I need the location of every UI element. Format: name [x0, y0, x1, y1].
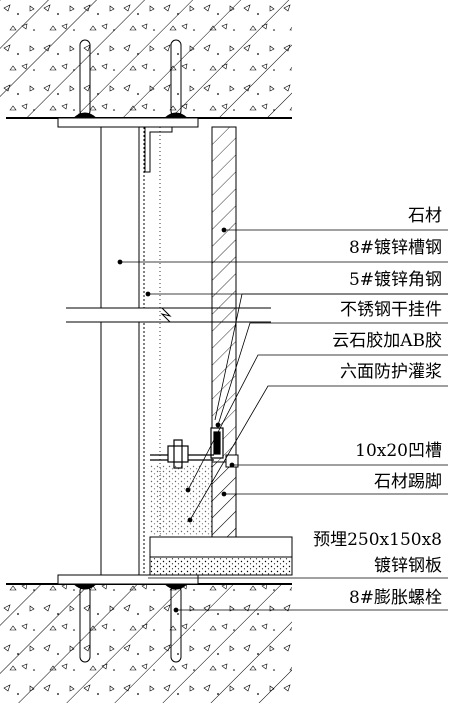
callout-adhesive: 云石胶加AB胶 [332, 331, 442, 351]
callout-bolt: 8#膨胀螺栓 [348, 588, 442, 608]
bottom-anchor-bolts [72, 583, 189, 663]
break-symbol [66, 307, 271, 323]
skirting-stone [211, 461, 237, 538]
callout-embed-plate-line1: 预埋250x150x8 [313, 530, 442, 550]
ceiling-slab [0, 0, 292, 119]
grout-fill [150, 465, 212, 535]
callout-stone: 石材 [408, 206, 442, 226]
callout-angle-steel: 5#镀锌角钢 [348, 270, 442, 290]
channel-steel [100, 127, 145, 575]
callout-skirting: 石材踢脚 [374, 472, 442, 492]
callout-groove: 10x20凹槽 [355, 441, 442, 461]
callout-embed-plate-line2: 镀锌钢板 [374, 556, 442, 576]
top-embed-plate [57, 117, 199, 128]
callout-channel-steel: 8#镀锌槽钢 [348, 238, 442, 258]
callout-protection: 六面防护灌浆 [340, 362, 442, 382]
angle-steel-top [144, 126, 173, 173]
floor-finish [149, 536, 293, 576]
callout-hanger: 不锈钢干挂件 [340, 300, 442, 320]
bottom-embed-plate [57, 574, 199, 585]
hanger-bracket [150, 427, 224, 469]
leader-lines [117, 227, 448, 613]
floor-slab [0, 583, 292, 703]
